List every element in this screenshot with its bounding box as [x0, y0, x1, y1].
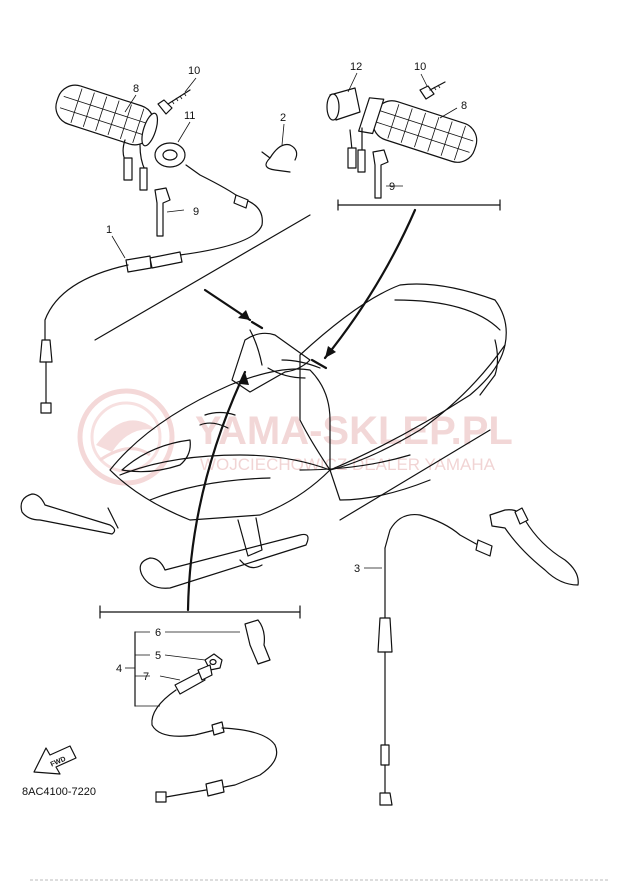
left-handle-grip [55, 84, 159, 147]
brake-lever-assembly [377, 507, 579, 806]
choke-lever [244, 619, 271, 665]
choke-assembly [125, 619, 278, 803]
callout-10-left: 10 [188, 65, 200, 77]
hood [109, 368, 331, 521]
callout-6: 6 [155, 627, 161, 639]
callout-leaders [111, 72, 458, 681]
brake-cable [384, 513, 479, 549]
right-throttle-ring [326, 87, 361, 121]
left-ski [20, 493, 116, 535]
right-handle-grip [358, 97, 478, 163]
right-bolt [419, 81, 446, 100]
watermark-title: YAMA-SKLEP.PL [195, 409, 513, 453]
callout-9-right: 9 [389, 181, 395, 193]
callout-10-right: 10 [414, 61, 426, 73]
right-grip-assembly [326, 81, 478, 199]
watermark-logo [77, 388, 175, 486]
callout-12: 12 [350, 61, 362, 73]
callout-3: 3 [354, 563, 360, 575]
callout-9-left: 9 [193, 206, 199, 218]
watermark: YAMA-SKLEP.PL WOJCIECHOWICZ DEALER YAMAH… [77, 388, 513, 486]
part-code: 8AC4100-7220 [22, 786, 96, 798]
callout-1: 1 [106, 224, 112, 236]
throttle-cable [179, 164, 263, 256]
callout-2: 2 [280, 112, 286, 124]
left-grip-assembly [39, 84, 298, 414]
group-frames [94, 199, 501, 619]
left-washer [154, 142, 186, 168]
callout-8-right: 8 [461, 100, 467, 112]
callout-7: 7 [143, 671, 149, 683]
leader-arrows [186, 208, 417, 612]
callout-5: 5 [155, 650, 161, 662]
right-key [372, 149, 389, 199]
callout-4: 4 [116, 663, 122, 675]
snowmobile-body [20, 283, 507, 589]
fwd-arrow-icon: FWD [33, 745, 77, 775]
callout-numbers: 8 10 11 2 9 1 12 10 8 9 3 4 5 6 7 [106, 61, 467, 683]
brake-lever [489, 509, 579, 586]
headlight [121, 439, 191, 473]
callout-8-left: 8 [133, 83, 139, 95]
choke-cable [151, 689, 216, 737]
left-bolt [157, 89, 191, 115]
callout-11: 11 [184, 110, 195, 122]
clip [261, 143, 298, 173]
left-key [154, 187, 171, 237]
right-ski [139, 533, 309, 589]
